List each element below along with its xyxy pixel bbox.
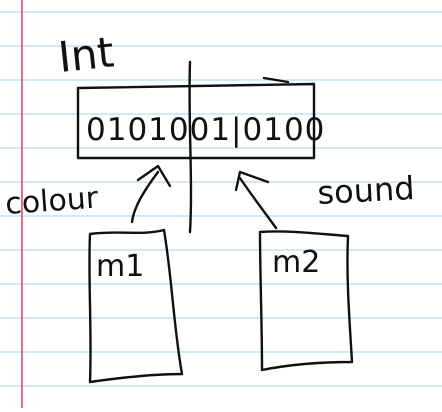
register-box [76,82,316,160]
arrow-m2-head [234,170,270,192]
divider-line [188,60,193,234]
sound-label: sound [316,169,415,212]
colour-label: colour [4,181,100,222]
int-label: Int [56,27,116,82]
arrow-m1-shaft [130,170,160,224]
tick-mark [262,76,290,84]
memory-box-m1 [88,228,184,384]
m1-label: m1 [96,249,144,284]
m2-label: m2 [272,245,320,280]
arrow-m1-head [136,164,172,188]
ruled-lines [0,11,442,387]
bit-pattern: 0101001|0100 [86,112,325,148]
arrow-m2-shaft [238,176,278,230]
memory-box-m2 [258,230,354,372]
